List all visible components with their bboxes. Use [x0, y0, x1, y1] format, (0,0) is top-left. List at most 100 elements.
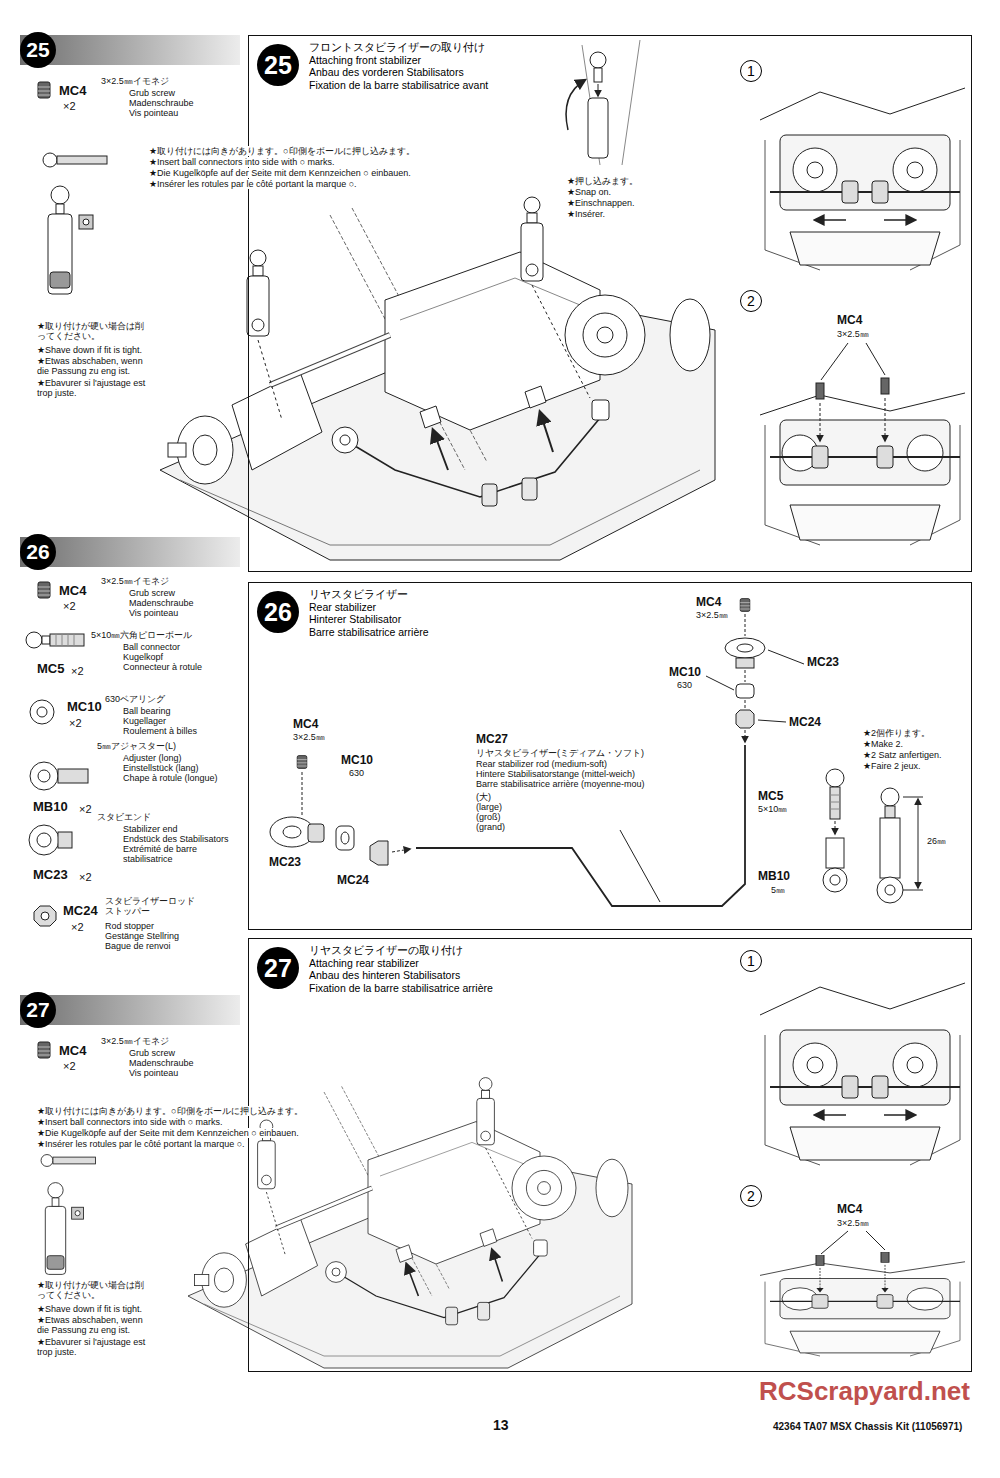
rear-stabilizer-parts	[918, 799, 919, 888]
rear-stabilizer-parts	[336, 826, 354, 850]
rear-stabilizer-parts	[736, 684, 754, 698]
label-text: ★Insérer les rotules par le côté portant…	[148, 179, 358, 189]
label-text: Hintere Stabilisatorstange (mittel-weich…	[475, 769, 636, 779]
step-title: リヤスタビライザーの取り付け	[307, 944, 465, 956]
part-code: MC10	[66, 700, 103, 715]
parts-icons	[38, 582, 50, 598]
step-title: Attaching front stabilizer	[307, 54, 423, 66]
label-text: ★Shave down if fit is tight.	[36, 345, 143, 355]
label-text: 3×2.5㎜	[292, 732, 326, 742]
rear-stabilizer-parts	[308, 824, 324, 842]
part-code: MC24	[62, 904, 99, 919]
rear-stabilizer-parts	[885, 885, 895, 895]
part-code: MC23	[268, 856, 302, 869]
step-number-text: 26	[20, 534, 56, 570]
label-text: ★Shave down if fit is tight.	[36, 1304, 143, 1314]
illustration	[760, 1252, 965, 1356]
label-text: Ball connector	[122, 642, 181, 652]
label-text: Madenschraube	[128, 598, 195, 608]
snap-inset	[594, 68, 602, 82]
illustration	[760, 378, 965, 545]
step-number: 26	[257, 591, 299, 633]
part-code: MC10	[340, 754, 374, 767]
label-text: 3×2.5㎜	[836, 1218, 870, 1228]
label-text: ×2	[62, 100, 77, 112]
parts-icons	[37, 707, 47, 717]
label-text: ×2	[62, 600, 77, 612]
rear-stabilizer-parts	[830, 795, 840, 809]
snap-inset	[588, 98, 608, 158]
label-text: ★Etwas abschaben, wenn die Passung zu en…	[36, 1315, 148, 1335]
kit-name: 42364 TA07 MSX Chassis Kit (11056971)	[772, 1421, 963, 1432]
step-panel: リヤスタビライザーの取り付けAttaching rear stabilizerA…	[248, 938, 972, 1372]
rear-stabilizer-parts	[737, 644, 753, 652]
step-title: Anbau des vorderen Stabilisators	[307, 66, 466, 78]
label-text: ★押し込みます。	[566, 176, 639, 186]
label-text: Madenschraube	[128, 1058, 195, 1068]
label-text: ★Insert ball connectors into side with ○…	[148, 157, 336, 167]
rear-stabilizer-parts	[823, 868, 847, 892]
watermark: RCScrapyard.net	[758, 1377, 971, 1406]
rear-stabilizer-parts	[302, 772, 303, 815]
label-text: ★Make 2.	[862, 739, 904, 749]
part-code: MC4	[58, 1044, 87, 1059]
step-title: Rear stabilizer	[307, 601, 378, 613]
label-text: ×2	[78, 803, 93, 815]
label-text: 3×2.5㎜イモネジ	[100, 76, 170, 86]
step-number-text: 1	[747, 64, 755, 78]
label-text: Grub screw	[128, 1048, 176, 1058]
parts-icons	[38, 770, 50, 782]
label-text: ★取り付けには向きがあります。○印側をボールに押し込みます。	[148, 146, 416, 156]
label-text: ×2	[78, 871, 93, 883]
label-text: Grub screw	[128, 88, 176, 98]
label-text: Rod stopper	[104, 921, 155, 931]
rear-stabilizer-parts	[745, 614, 746, 636]
rear-stabilizer-parts	[745, 700, 746, 710]
parts-icons	[56, 634, 74, 646]
rear-stabilizer-parts	[826, 769, 844, 787]
rear-stabilizer-parts	[341, 832, 349, 844]
parts-icons	[30, 762, 58, 790]
part-code: MC5	[757, 790, 784, 803]
label-text: Stabilizer end	[122, 824, 179, 834]
parts-icons	[43, 153, 107, 294]
parts-icons	[42, 636, 50, 644]
label-text: ★Etwas abschaben, wenn die Passung zu en…	[36, 356, 148, 376]
step-title: Hinterer Stabilisator	[307, 613, 403, 625]
label-text: ×2	[70, 665, 85, 677]
label-text: ★Insérer.	[566, 209, 606, 219]
part-code: MC23	[806, 656, 840, 669]
parts-icons	[26, 632, 42, 648]
part-code: MC4	[695, 596, 722, 609]
rear-stabilizer-parts	[270, 817, 314, 847]
part-code: MC24	[788, 716, 822, 729]
illustration	[760, 983, 965, 1165]
parts-icons	[26, 82, 107, 1274]
step-header: 27	[20, 995, 240, 1025]
snap-inset	[566, 40, 640, 165]
label-text: Vis pointeau	[128, 608, 179, 618]
substep-number: 1	[740, 950, 762, 972]
rear-stabilizer-parts	[745, 670, 746, 682]
snap-inset	[590, 52, 606, 68]
label-text: Rear stabilizer rod (medium-soft)	[475, 759, 608, 769]
label-text: Kugelkopf	[122, 652, 164, 662]
label-text: ×2	[68, 717, 83, 729]
part-code: MC27	[475, 733, 509, 746]
rear-stabilizer-parts	[880, 818, 900, 878]
label-text: ×2	[70, 921, 85, 933]
parts-icons	[41, 912, 49, 920]
part-code: MB10	[757, 870, 791, 883]
label-text: 3×2.5㎜イモネジ	[100, 1036, 170, 1046]
label-text: (large)	[475, 802, 503, 812]
label-text: ★Insérer les rotules par le côté portant…	[36, 1139, 246, 1149]
step-number-text: 26	[264, 600, 292, 625]
label-text: ★Ebavurer si l'ajustage est trop juste.	[36, 378, 148, 398]
part-code: MC4	[292, 718, 319, 731]
label-text: 3×2.5㎜	[695, 610, 729, 620]
label-text: (groß)	[475, 812, 502, 822]
rear-stabilizer-parts	[297, 756, 307, 769]
part-code: MC4	[836, 1203, 863, 1216]
